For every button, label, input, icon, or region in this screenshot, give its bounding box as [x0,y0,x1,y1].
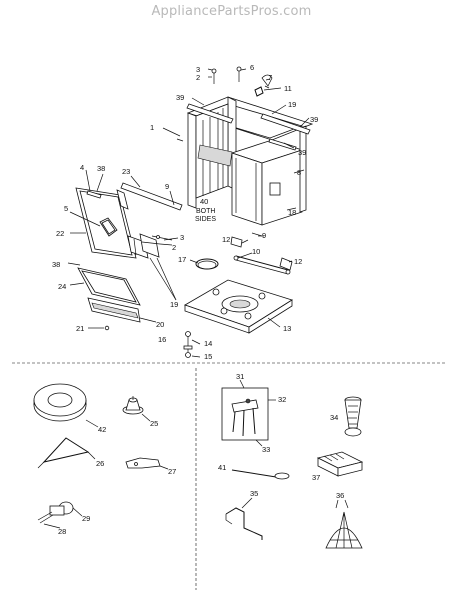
label-3b: 3 [180,233,184,242]
label-13: 13 [283,324,291,333]
label-39b: 39 [310,115,318,124]
hook-part [37,437,96,469]
label-29: 29 [82,514,90,523]
label-25: 25 [150,419,158,428]
label-31: 31 [236,372,244,381]
label-23: 23 [122,167,130,176]
label-1: 1 [150,123,154,132]
tub-ring-part [33,383,99,428]
label-19a: 19 [288,100,296,109]
label-11: 11 [284,84,292,93]
label-42: 42 [98,425,106,434]
label-12a: 12 [222,235,230,244]
label-6: 6 [250,63,254,72]
label-39c: 39 [298,148,306,157]
label-9b: 9 [262,231,266,240]
pin-part [231,469,290,480]
label-22: 22 [56,229,64,238]
label-16: 16 [158,335,166,344]
cabinet-frame [186,66,314,226]
filter-cone-part [344,396,362,437]
label-4: 4 [80,163,84,172]
block-part [316,451,364,477]
label-both: BOTH [196,208,215,215]
base-assembly [183,232,293,358]
label-37: 37 [312,473,320,482]
label-sides: SIDES [195,216,216,223]
label-24: 24 [58,282,66,291]
label-20: 20 [156,320,164,329]
leader-lines [67,68,310,358]
label-2b: 2 [172,243,176,252]
label-41: 41 [218,463,226,472]
label-9a: 9 [165,182,169,191]
label-19b: 19 [170,300,178,309]
label-36: 36 [336,491,344,500]
bracket-part [125,457,169,470]
agitator-dome-part [325,499,363,549]
label-33: 33 [262,445,270,454]
label-15: 15 [204,352,212,361]
label-34: 34 [330,413,338,422]
section-dividers [12,362,446,590]
valve-part [37,501,83,529]
label-17: 17 [178,255,186,264]
label-35: 35 [250,489,258,498]
knob-part [122,396,151,422]
label-7: 7 [268,73,272,82]
label-27: 27 [168,467,176,476]
label-38b: 38 [52,260,60,269]
front-panel [75,182,183,331]
label-21: 21 [76,324,84,333]
label-18: 18 [288,208,296,217]
part-number-labels: 3 2 6 7 11 39 19 39 1 39 8 9 23 4 38 5 2… [52,63,344,536]
label-28: 28 [58,527,66,536]
label-14: 14 [204,339,212,348]
label-3a: 3 [196,65,200,74]
label-5: 5 [64,204,68,213]
label-12b: 12 [294,257,302,266]
label-10: 10 [252,247,260,256]
watermark: AppliancePartsPros.com [151,4,312,19]
label-8: 8 [297,168,301,177]
label-38a: 38 [97,164,105,173]
l-bracket-part [225,497,263,540]
label-26: 26 [96,459,104,468]
label-39a: 39 [176,93,184,102]
pump-assembly-part [221,379,276,447]
label-40: 40 [200,197,208,206]
label-2a: 2 [196,73,200,82]
label-32: 32 [278,395,286,404]
